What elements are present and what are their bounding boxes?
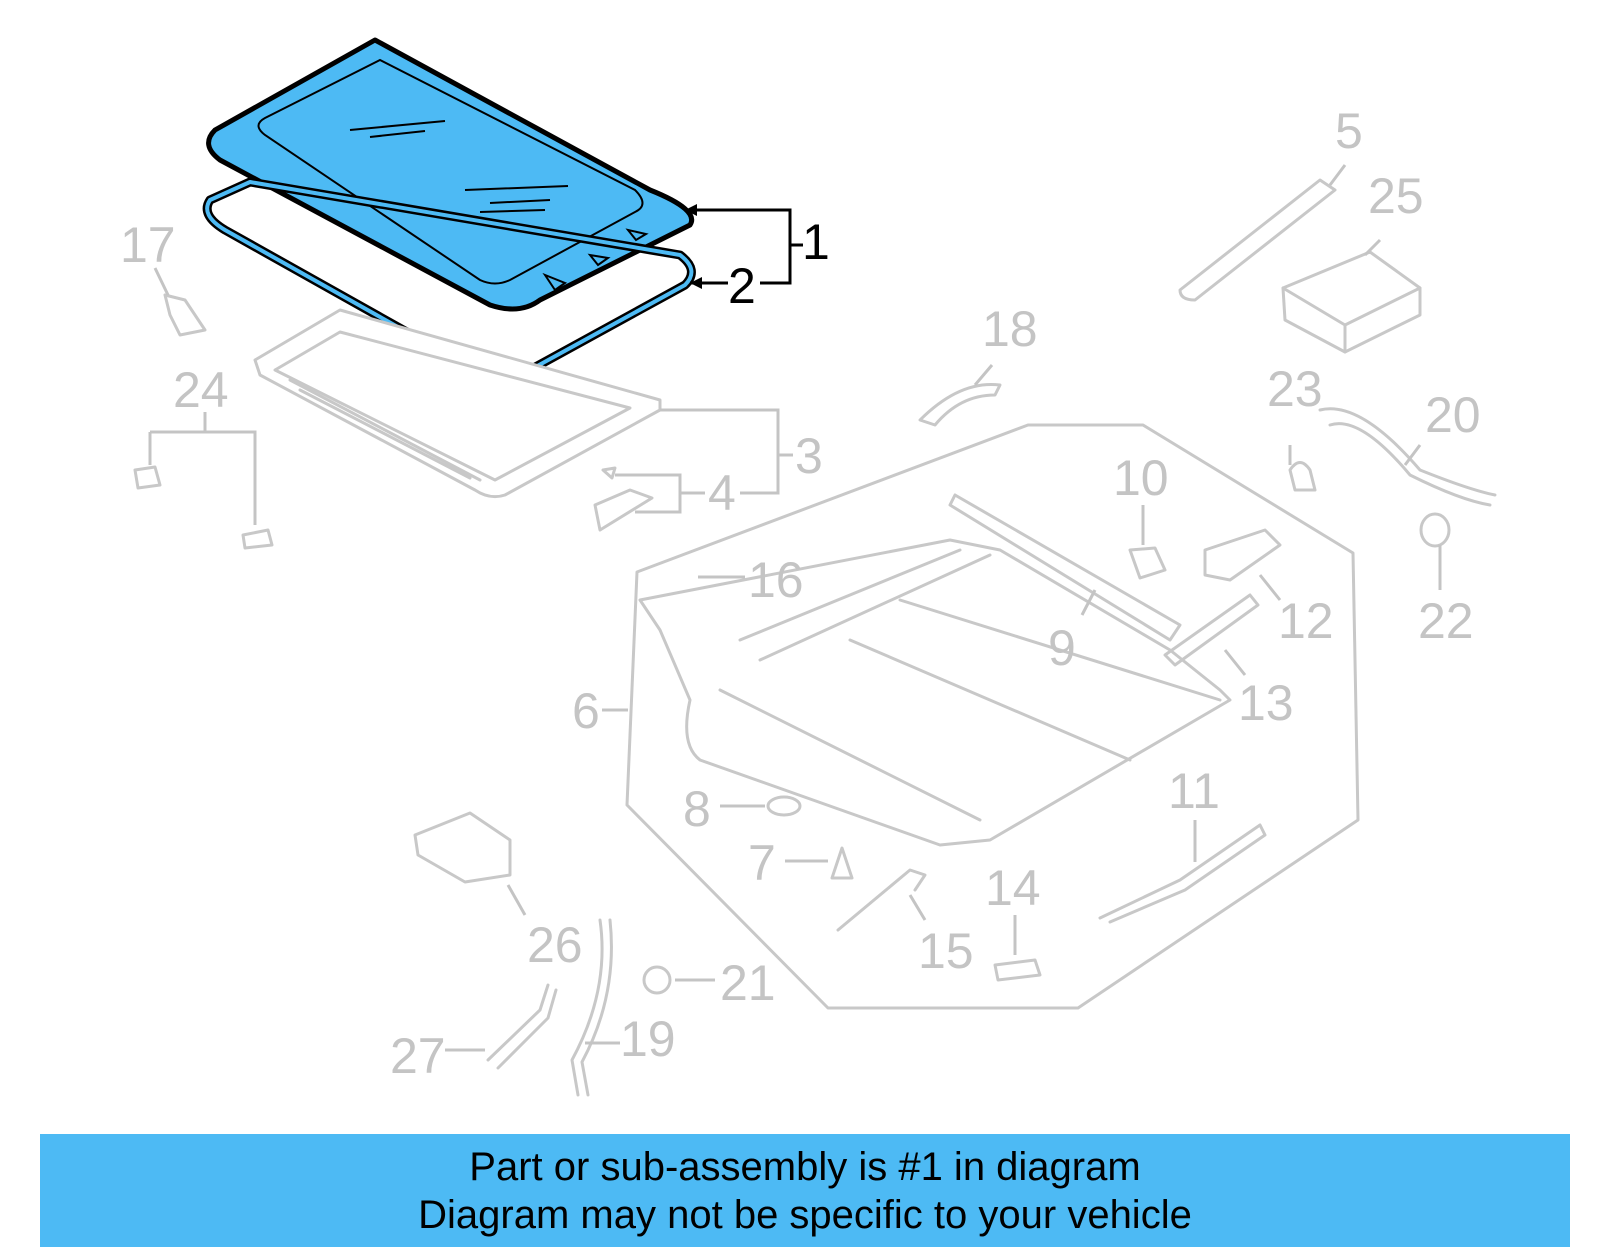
callout-19: 19	[620, 1011, 676, 1067]
callout-13: 13	[1238, 675, 1294, 731]
housing-part-6	[625, 423, 1360, 1010]
deflector-part-4	[593, 466, 654, 532]
callout-5: 5	[1335, 103, 1363, 159]
sunshade-frame-part-3	[253, 308, 662, 499]
callout-10: 10	[1113, 450, 1169, 506]
info-banner: Part or sub-assembly is #1 in diagram Di…	[40, 1134, 1570, 1247]
callout-14: 14	[985, 860, 1041, 916]
callout-9: 9	[1048, 620, 1076, 676]
box-part-25	[1281, 250, 1422, 354]
callout-3: 3	[795, 428, 823, 484]
leader-lines	[148, 164, 1442, 1052]
banner-line-2: Diagram may not be specific to your vehi…	[418, 1193, 1192, 1237]
callout-labels: 1 2 3 4 5 6 7 8 9 10 11 12 13 14 15 16 1…	[120, 103, 1481, 1084]
callout-6: 6	[572, 683, 600, 739]
callout-17: 17	[120, 217, 176, 273]
callout-23: 23	[1267, 361, 1323, 417]
callout-22: 22	[1418, 593, 1474, 649]
callout-7: 7	[748, 835, 776, 891]
callout-2: 2	[728, 258, 756, 314]
callout-21: 21	[720, 955, 776, 1011]
callout-27: 27	[390, 1028, 446, 1084]
callout-25: 25	[1368, 168, 1424, 224]
small-parts	[133, 293, 1497, 1097]
callout-15: 15	[918, 923, 974, 979]
callout-26: 26	[527, 917, 583, 973]
callout-18: 18	[982, 301, 1038, 357]
callout-1: 1	[802, 214, 830, 270]
callout-16: 16	[748, 552, 804, 608]
banner-line-1: Part or sub-assembly is #1 in diagram	[469, 1145, 1141, 1189]
trim-part-5	[1178, 178, 1337, 302]
callout-8: 8	[683, 781, 711, 837]
callout-4: 4	[708, 465, 736, 521]
callout-12: 12	[1278, 593, 1334, 649]
glass-panel-part-1[interactable]	[206, 37, 694, 312]
callout-20: 20	[1425, 387, 1481, 443]
callout-24: 24	[173, 362, 229, 418]
callout-11: 11	[1168, 763, 1220, 819]
